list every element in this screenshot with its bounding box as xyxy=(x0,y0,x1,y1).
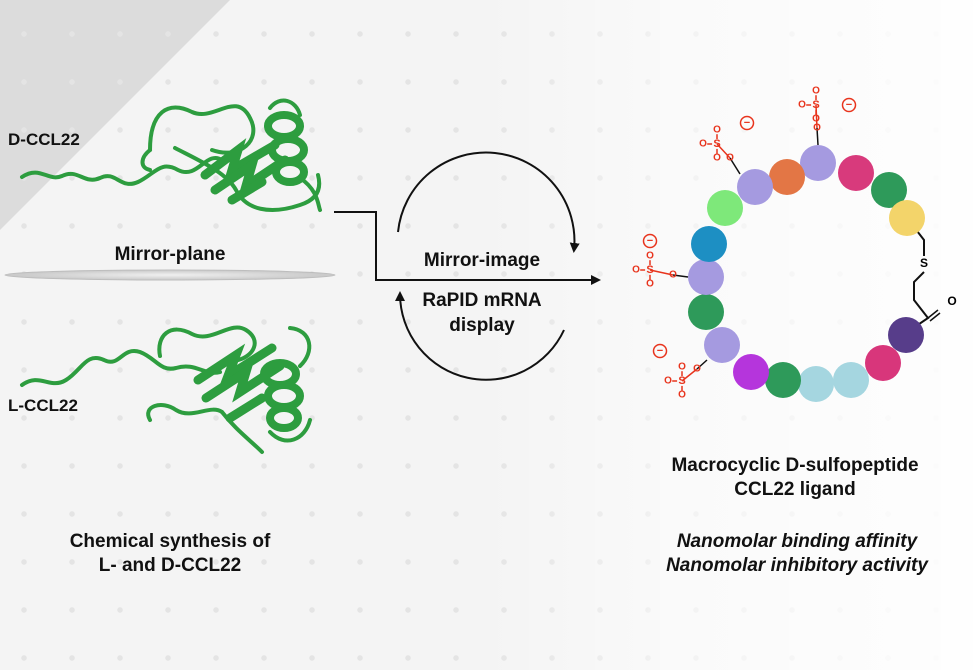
residue-bead xyxy=(888,317,924,353)
terminal-oxygen: O xyxy=(632,265,640,276)
terminal-oxygen: O xyxy=(812,86,820,97)
residue-bead xyxy=(800,145,836,181)
terminal-oxygen: O xyxy=(678,390,686,401)
residue-bead xyxy=(707,190,743,226)
negative-charge: − xyxy=(657,345,663,357)
terminal-oxygen: O xyxy=(678,362,686,373)
mirror-image-arrow xyxy=(334,211,601,285)
right-title: Macrocyclic D-sulfopeptide CCL22 ligand xyxy=(671,454,918,502)
residue-bead xyxy=(733,354,769,390)
negative-charge: − xyxy=(647,235,653,247)
sulfur-atom: S xyxy=(812,99,819,111)
carbonyl-oxygen: O xyxy=(947,294,956,308)
negative-charge: − xyxy=(744,117,750,129)
l-ccl22-label: L-CCL22 xyxy=(8,396,78,415)
cycle-circle xyxy=(395,151,580,381)
bead-bond xyxy=(696,359,708,370)
residue-bead xyxy=(691,226,727,262)
residue-bead xyxy=(889,200,925,236)
d-ccl22-label: D-CCL22 xyxy=(8,130,80,149)
o-s-bond xyxy=(681,368,698,382)
sulfur-atom: S xyxy=(646,264,653,276)
residue-bead xyxy=(871,172,907,208)
residue-bead xyxy=(704,327,740,363)
right-title-line2: CCL22 ligand xyxy=(734,479,856,500)
residue-bead xyxy=(688,259,724,295)
terminal-oxygen: O xyxy=(713,153,721,164)
o-s-bond xyxy=(716,143,731,159)
d-ccl22-protein xyxy=(20,98,322,212)
bead-bond xyxy=(672,274,689,278)
charge-circle xyxy=(652,343,668,359)
right-notes: Nanomolar binding affinity Nanomolar inh… xyxy=(666,530,928,578)
terminal-oxygen: O xyxy=(812,114,820,125)
residue-bead xyxy=(838,155,874,191)
thioether-sulfur: S xyxy=(920,256,928,270)
right-note-line2: Nanomolar inhibitory activity xyxy=(666,555,928,576)
residue-bead xyxy=(865,345,901,381)
sulfur-atom: S xyxy=(678,375,685,387)
bridging-oxygen: O xyxy=(726,153,734,164)
charge-circle xyxy=(642,233,658,249)
bead-bond xyxy=(729,157,741,175)
l-ccl22-protein xyxy=(20,325,312,454)
bridging-oxygen: O xyxy=(669,270,677,281)
terminal-oxygen: O xyxy=(713,125,721,136)
peptide-residues xyxy=(688,145,925,402)
terminal-oxygen: O xyxy=(664,376,672,387)
residue-bead xyxy=(798,366,834,402)
charge-circle xyxy=(739,115,755,131)
bridging-oxygen: O xyxy=(693,364,701,375)
center-line3: display xyxy=(449,315,515,336)
right-title-line1: Macrocyclic D-sulfopeptide xyxy=(671,455,919,476)
o-s-bond xyxy=(815,104,818,129)
residue-bead xyxy=(688,294,724,330)
center-line1: Mirror-image xyxy=(423,250,541,271)
terminal-oxygen: O xyxy=(699,139,707,150)
o-s-bond xyxy=(649,269,674,276)
left-caption: Chemical synthesis of L- and D-CCL22 xyxy=(70,530,271,578)
bridging-oxygen: O xyxy=(813,123,821,134)
terminal-oxygen: O xyxy=(646,279,654,290)
terminal-oxygen: O xyxy=(798,100,806,111)
residue-bead xyxy=(737,169,773,205)
right-note-line1: Nanomolar binding affinity xyxy=(676,531,918,552)
mirror-plane-disc xyxy=(4,269,336,281)
sulfur-atom: S xyxy=(713,138,720,150)
left-caption-line1: Chemical synthesis of xyxy=(69,531,271,552)
bead-bond xyxy=(816,127,819,146)
terminal-oxygen: O xyxy=(646,251,654,262)
left-caption-line2: L- and D-CCL22 xyxy=(98,555,242,576)
residue-bead xyxy=(765,362,801,398)
negative-charge: − xyxy=(846,99,852,111)
center-line2: RaPID mRNA xyxy=(422,290,542,311)
mirror-plane-label: Mirror-plane xyxy=(114,244,226,265)
charge-circle xyxy=(841,97,857,113)
residue-bead xyxy=(769,159,805,195)
center-method: RaPID mRNA display xyxy=(422,288,541,338)
residue-bead xyxy=(833,362,869,398)
